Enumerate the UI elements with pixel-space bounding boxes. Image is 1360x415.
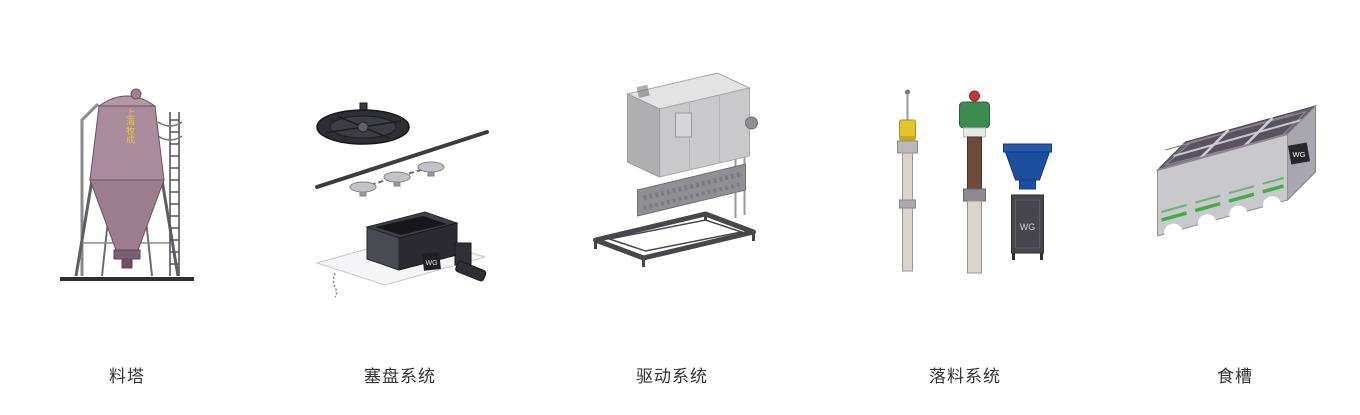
silo-vertical-text: 上海牧成 xyxy=(125,108,135,145)
product-drive-system[interactable]: 驱动系统 xyxy=(552,0,792,415)
wg-logo: WG xyxy=(1020,222,1036,232)
motor-tube xyxy=(959,90,990,274)
trough-top xyxy=(1155,105,1318,171)
drive-motor xyxy=(959,101,990,129)
product-silo[interactable]: 上海牧成 料塔 xyxy=(7,0,247,415)
sensor-tube xyxy=(897,89,918,272)
product-drop-feed-system[interactable]: WG 落料系统 xyxy=(845,0,1085,415)
plug-disc-illustration: WG xyxy=(315,102,489,298)
drive-illustration xyxy=(593,72,758,267)
trough-front-face xyxy=(1157,133,1288,237)
silo-cap xyxy=(97,95,157,107)
drop-feed-illustration: WG xyxy=(897,89,1052,274)
outlet-tube xyxy=(455,260,487,282)
silo-fill-pipe xyxy=(80,102,100,276)
silo-illustration: 上海牧成 xyxy=(60,88,194,281)
feed-hopper xyxy=(1004,151,1051,181)
disc-lid xyxy=(316,102,410,145)
feed-trough-illustration: WG xyxy=(1155,104,1318,240)
base-frame xyxy=(593,211,756,267)
hopper-and-box: WG xyxy=(1003,143,1052,260)
svg-text:WG: WG xyxy=(425,260,437,267)
product-label-drop-feed: 落料系统 xyxy=(929,367,1001,386)
svg-text:WG: WG xyxy=(1293,150,1306,159)
hanging-chain xyxy=(332,272,338,298)
product-label-drive: 驱动系统 xyxy=(636,367,708,386)
auger-rod xyxy=(315,130,489,189)
product-plug-disc-system[interactable]: WG 塞盘系统 xyxy=(280,0,520,415)
silo-ladder xyxy=(157,112,183,276)
silo-outlet-boot xyxy=(121,258,133,269)
drive-housing xyxy=(625,72,758,178)
product-label-trough: 食槽 xyxy=(1217,367,1253,386)
product-feed-trough[interactable]: WG 食槽 xyxy=(1115,0,1355,415)
wg-logo: WG xyxy=(422,252,441,271)
product-label-plug-disc: 塞盘系统 xyxy=(364,367,436,386)
chain-discs xyxy=(349,161,445,197)
wg-logo: WG xyxy=(1287,142,1311,165)
green-strip xyxy=(1161,184,1284,222)
leg-cutouts xyxy=(1164,196,1281,240)
silo-cone xyxy=(89,179,165,251)
drive-trough-panel xyxy=(637,163,746,217)
hopper-box xyxy=(365,211,487,282)
silo-outlet xyxy=(113,249,141,260)
silo-cap-hatch xyxy=(130,88,142,100)
product-label-silo: 料塔 xyxy=(109,367,145,386)
